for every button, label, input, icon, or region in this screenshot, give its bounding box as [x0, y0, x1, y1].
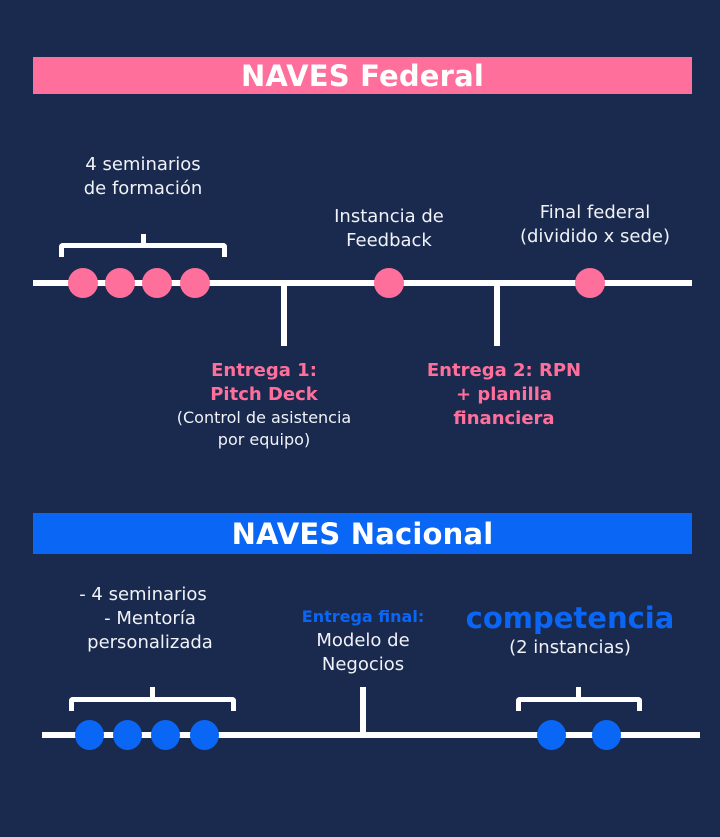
federal-feedback-label: Instancia de Feedback — [334, 206, 444, 251]
nacional-seminario-dot-4 — [190, 720, 219, 750]
federal-final-dot — [575, 268, 605, 298]
federal-entrega1-label: Entrega 1: Pitch Deck (Control de asiste… — [176, 360, 352, 449]
nacional-seminario-dot-1 — [75, 720, 104, 750]
federal-final-label: Final federal (dividido x sede) — [519, 202, 671, 247]
federal-seminarios-bracket — [59, 243, 227, 257]
federal-title: NAVES Federal — [240, 58, 485, 93]
nacional-seminario-dot-2 — [113, 720, 142, 750]
nacional-competencia-dot-2 — [592, 720, 621, 750]
nacional-left-bracket-tick — [150, 687, 155, 698]
federal-entrega2-marker — [494, 280, 500, 346]
federal-entrega1-marker — [281, 280, 287, 346]
federal-seminario-dot-3 — [142, 268, 172, 298]
federal-feedback-dot — [374, 268, 404, 298]
nacional-banner: NAVES Nacional — [33, 513, 692, 554]
nacional-seminarios-bracket — [69, 697, 236, 711]
nacional-entrega-final-marker — [360, 687, 366, 735]
nacional-title: NAVES Nacional — [231, 516, 494, 551]
nacional-items-label: - 4 seminarios - Mentoría personalizada — [79, 584, 213, 653]
nacional-competencia-bracket — [516, 697, 642, 711]
nacional-right-bracket-tick — [576, 687, 581, 698]
federal-seminario-dot-1 — [68, 268, 98, 298]
federal-entrega2-label: Entrega 2: RPN + planilla financiera — [426, 360, 582, 429]
nacional-seminario-dot-3 — [151, 720, 180, 750]
nacional-timeline — [42, 732, 700, 738]
federal-timeline — [33, 280, 692, 286]
nacional-competencia-label: competencia (2 instancias) — [465, 601, 675, 658]
federal-seminario-dot-4 — [180, 268, 210, 298]
federal-seminario-dot-2 — [105, 268, 135, 298]
nacional-entrega-final-label: Entrega final: Modelo de Negocios — [301, 607, 425, 675]
federal-banner: NAVES Federal — [33, 57, 692, 94]
nacional-competencia-dot-1 — [537, 720, 566, 750]
federal-seminarios-label: 4 seminarios de formación — [83, 154, 203, 199]
federal-bracket-tick — [141, 234, 146, 244]
